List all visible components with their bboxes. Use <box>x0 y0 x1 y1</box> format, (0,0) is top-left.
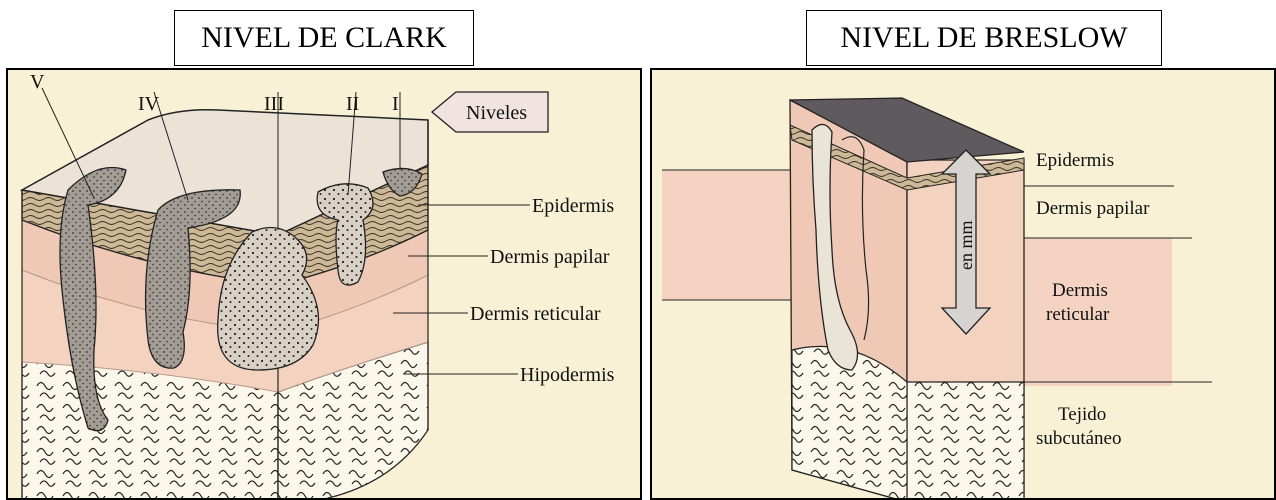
level-label-ii: II <box>346 93 359 115</box>
breslow-layer-tejido: Tejido <box>1058 404 1106 425</box>
breslow-layer-dermis: Dermis <box>1052 280 1108 301</box>
clark-illustration: V IV III II I Niveles Epidermis Dermis p… <box>8 70 642 500</box>
clark-layer-epidermis: Epidermis <box>532 195 614 217</box>
breslow-diagram-panel: en mm Epidermis Dermis papilar Dermis re… <box>650 68 1276 500</box>
niveles-tag-label: Niveles <box>466 102 527 124</box>
level-label-v: V <box>30 71 45 93</box>
level-label-iii: III <box>264 93 284 115</box>
clark-layer-hipodermis: Hipodermis <box>520 364 615 386</box>
clark-layer-dermis-papilar: Dermis papilar <box>490 246 610 268</box>
breslow-layer-subcutaneo: subcutáneo <box>1036 428 1121 449</box>
breslow-title: NIVEL DE BRESLOW <box>806 10 1162 66</box>
subcutaneous-front <box>907 382 1024 500</box>
breslow-illustration: en mm Epidermis Dermis papilar Dermis re… <box>652 70 1276 500</box>
breslow-arrow-label: en mm <box>956 221 976 271</box>
level-label-iv: IV <box>138 93 160 115</box>
clark-diagram-panel: V IV III II I Niveles Epidermis Dermis p… <box>6 68 642 500</box>
breslow-layer-epidermis: Epidermis <box>1036 150 1114 171</box>
level-label-i: I <box>392 93 399 115</box>
breslow-layer-reticular: reticular <box>1046 304 1110 325</box>
clark-layer-dermis-reticular: Dermis reticular <box>470 303 601 325</box>
breslow-layer-dermis-papilar: Dermis papilar <box>1036 198 1150 219</box>
clark-title: NIVEL DE CLARK <box>174 10 474 66</box>
